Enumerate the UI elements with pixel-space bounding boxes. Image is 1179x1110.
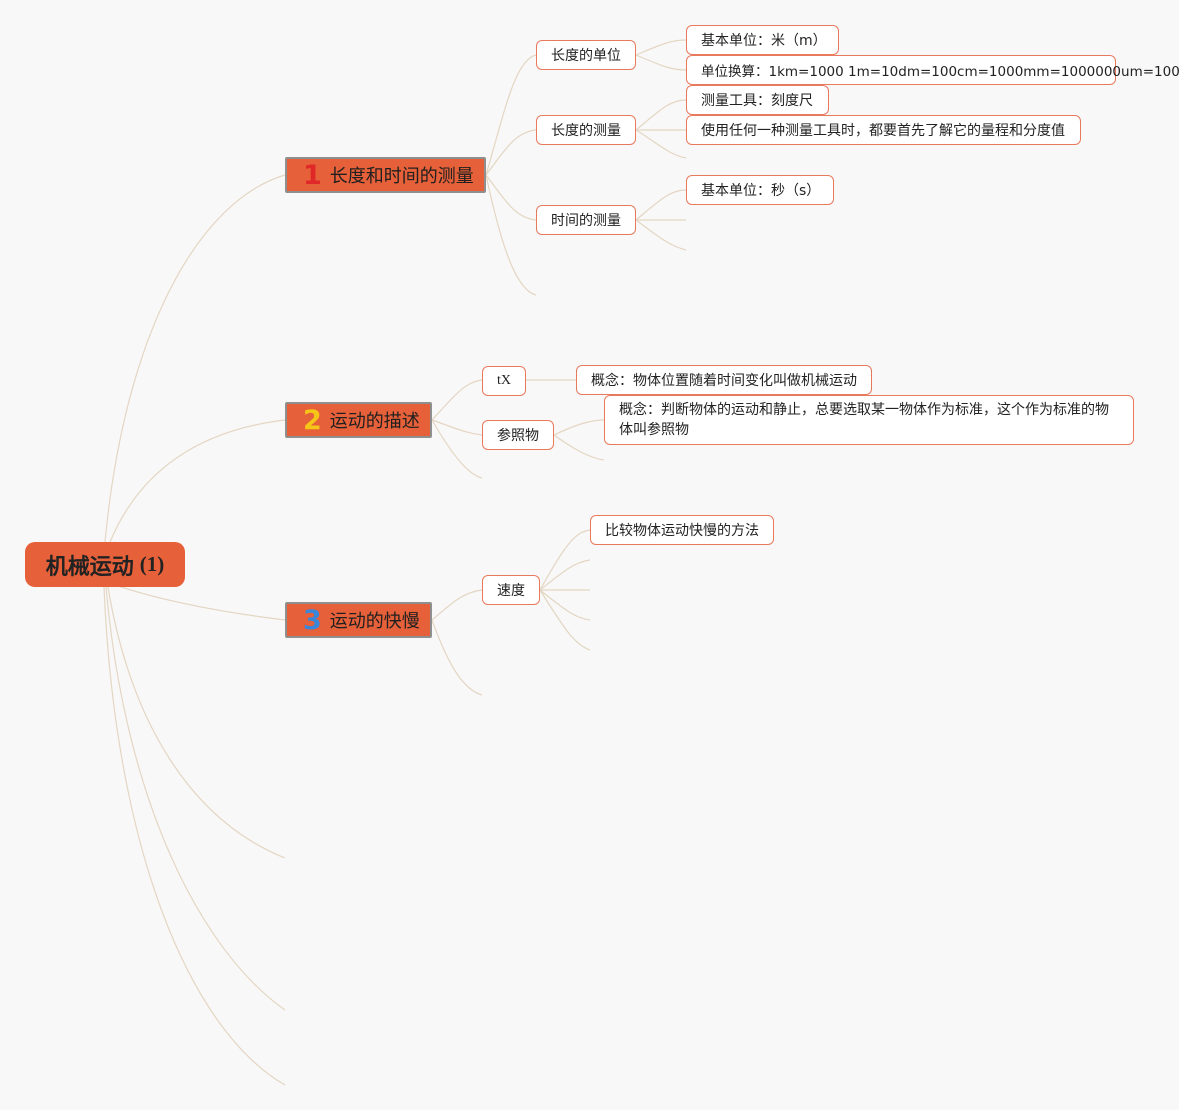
- leaf-base-unit-meter[interactable]: 基本单位：米（m）: [686, 25, 839, 55]
- link-s2-l1: [635, 99, 687, 131]
- sub-label: 时间的测量: [551, 213, 621, 229]
- link-s3-empty2: [635, 219, 687, 251]
- link-b1-sub2: [485, 129, 537, 176]
- link-root-branch-3: [114, 584, 286, 621]
- leaf-text: 单位换算：1km=1000 1m=10dm=100cm=1000mm=10000…: [701, 64, 1179, 80]
- link-s22-empty: [553, 434, 605, 461]
- branch-length-time-measurement[interactable]: 1 长度和时间的测量: [285, 157, 486, 193]
- leaf-text: 基本单位：秒（s）: [701, 183, 821, 199]
- leaf-unit-conversion[interactable]: 单位换算：1km=1000 1m=10dm=100cm=1000mm=10000…: [686, 55, 1179, 85]
- link-b1-sub3: [485, 174, 537, 221]
- link-b1-sub1: [485, 54, 537, 176]
- branch-motion-description[interactable]: 2 运动的描述: [285, 402, 432, 438]
- link-s31-e3: [539, 589, 591, 621]
- link-root-branch-2: [109, 419, 286, 543]
- leaf-mechanical-motion-concept[interactable]: 概念：物体位置随着时间变化叫做机械运动: [576, 365, 872, 395]
- sub-label: tX: [497, 373, 511, 388]
- link-s2-empty: [635, 129, 687, 159]
- leaf-reference-object-concept[interactable]: 概念：判断物体的运动和静止，总要选取某一物体作为标准，这个作为标准的物体叫参照物: [604, 395, 1134, 445]
- link-b2-sub2: [431, 419, 483, 436]
- sub-reference-object[interactable]: 参照物: [482, 420, 554, 450]
- sub-length-measurement[interactable]: 长度的测量: [536, 115, 636, 145]
- leaf-text: 测量工具：刻度尺: [701, 93, 813, 109]
- link-b1-empty: [485, 174, 537, 296]
- leaf-base-unit-second[interactable]: 基本单位：秒（s）: [686, 175, 834, 205]
- sub-label: 长度的测量: [551, 123, 621, 139]
- link-root-branch-1: [104, 174, 286, 543]
- link-root-empty-2: [105, 586, 286, 1011]
- root-title: 机械运动: [45, 554, 134, 580]
- sub-label: 长度的单位: [551, 48, 621, 64]
- root-node[interactable]: 机械运动 (1): [25, 542, 185, 587]
- link-s31-e1: [539, 559, 591, 591]
- sub-length-unit[interactable]: 长度的单位: [536, 40, 636, 70]
- sub-label: 参照物: [497, 428, 539, 444]
- branch-title: 运动的快慢: [329, 611, 420, 632]
- link-b3-sub1: [431, 589, 483, 621]
- sub-speed[interactable]: 速度: [482, 575, 540, 605]
- link-s31-e4: [539, 589, 591, 651]
- link-root-empty-3: [103, 586, 286, 1086]
- sub-label: 速度: [497, 583, 525, 599]
- branch-title: 长度和时间的测量: [329, 166, 474, 187]
- leaf-compare-speed-methods[interactable]: 比较物体运动快慢的方法: [590, 515, 774, 545]
- link-b2-sub1: [431, 379, 483, 421]
- branch-motion-speed[interactable]: 3 运动的快慢: [285, 602, 432, 638]
- link-s1-l1: [635, 39, 687, 56]
- leaf-text: 基本单位：米（m）: [701, 33, 827, 49]
- badge-1: 1: [303, 159, 322, 191]
- link-s31-l1: [539, 529, 591, 591]
- link-s22-l1: [553, 419, 605, 436]
- leaf-text: 概念：判断物体的运动和静止，总要选取某一物体作为标准，这个作为标准的物体叫参照物: [619, 402, 1109, 438]
- sub-tx[interactable]: tX: [482, 366, 526, 396]
- badge-2: 2: [303, 404, 322, 436]
- leaf-text: 比较物体运动快慢的方法: [605, 523, 759, 539]
- link-b3-empty: [431, 619, 483, 696]
- sub-time-measurement[interactable]: 时间的测量: [536, 205, 636, 235]
- leaf-text: 概念：物体位置随着时间变化叫做机械运动: [591, 373, 857, 389]
- link-s3-l1: [635, 189, 687, 221]
- leaf-text: 使用任何一种测量工具时，都要首先了解它的量程和分度值: [701, 123, 1065, 139]
- leaf-measuring-tool[interactable]: 测量工具：刻度尺: [686, 85, 829, 115]
- root-suffix: (1): [139, 552, 165, 576]
- link-root-empty-1: [107, 586, 286, 859]
- leaf-range-and-division[interactable]: 使用任何一种测量工具时，都要首先了解它的量程和分度值: [686, 115, 1081, 145]
- link-s1-l2: [635, 54, 687, 71]
- badge-3: 3: [303, 604, 322, 636]
- link-b2-empty: [431, 419, 483, 479]
- branch-title: 运动的描述: [329, 411, 420, 432]
